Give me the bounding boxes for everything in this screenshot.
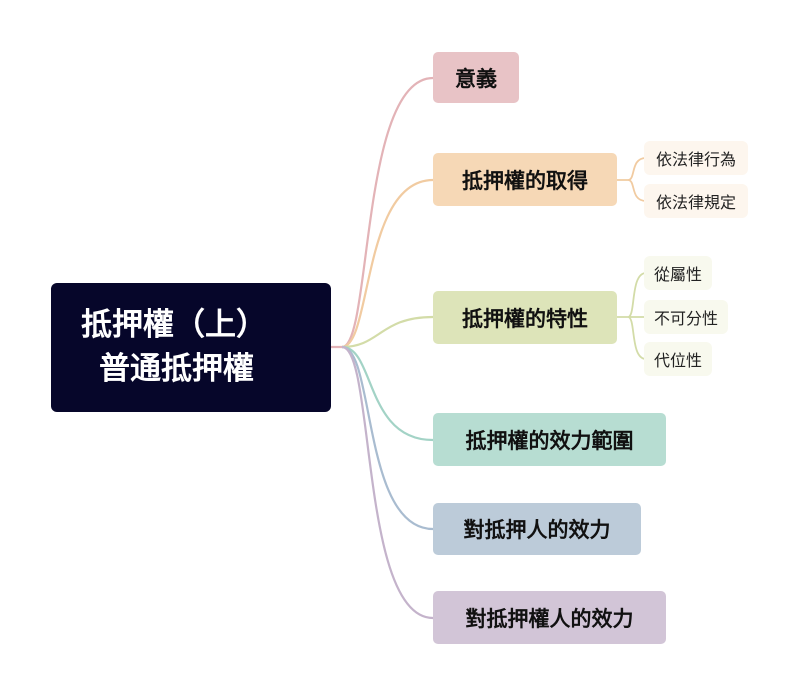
branch-label: 抵押權的特性 bbox=[462, 306, 588, 331]
connector-qude-children bbox=[617, 157, 647, 202]
root-title-line2: 普通抵押權 bbox=[99, 351, 254, 387]
subtopic-congshuxing[interactable]: 從屬性 bbox=[644, 256, 712, 290]
subtopic-label: 從屬性 bbox=[653, 265, 702, 284]
subtopic-daiweixing[interactable]: 代位性 bbox=[644, 342, 712, 376]
connector-texing-children bbox=[617, 272, 647, 360]
connector-qude bbox=[341, 178, 434, 349]
subtopic-yifalvxingwei[interactable]: 依法律行為 bbox=[644, 141, 748, 175]
subtopic-bukefenxing[interactable]: 不可分性 bbox=[644, 300, 728, 334]
branch-label: 對抵押人的效力 bbox=[463, 518, 611, 542]
connector-yiyi bbox=[330, 76, 434, 349]
subtopic-label: 不可分性 bbox=[653, 309, 718, 328]
branch-label: 抵押權的效力範圍 bbox=[465, 428, 634, 453]
branch-label: 抵押權的取得 bbox=[462, 168, 588, 193]
branch-qude[interactable]: 抵押權的取得 bbox=[433, 153, 617, 206]
subtopic-label: 代位性 bbox=[653, 351, 702, 370]
branch-label: 對抵押權人的效力 bbox=[465, 606, 634, 631]
subtopic-label: 依法律規定 bbox=[655, 193, 736, 212]
branch-yiyi[interactable]: 意義 bbox=[433, 52, 519, 103]
subtopic-yifalvguiding[interactable]: 依法律規定 bbox=[644, 184, 748, 218]
branch-texing[interactable]: 抵押權的特性 bbox=[433, 291, 617, 344]
connector-diyaquanren bbox=[341, 345, 434, 620]
root-topic[interactable]: 抵押權（上） 普通抵押權 bbox=[51, 283, 331, 412]
branch-label: 意義 bbox=[455, 66, 497, 91]
root-title-line1: 抵押權（上） bbox=[81, 307, 267, 343]
branch-xiaolifanwei[interactable]: 抵押權的效力範圍 bbox=[433, 413, 666, 466]
branch-diyaren[interactable]: 對抵押人的效力 bbox=[433, 503, 641, 555]
connector-diyaren bbox=[341, 345, 434, 531]
subtopic-label: 依法律行為 bbox=[655, 150, 736, 169]
branch-diyaquanren[interactable]: 對抵押權人的效力 bbox=[433, 591, 666, 644]
connector-fanwei bbox=[341, 345, 434, 442]
connector-texing bbox=[341, 315, 434, 349]
